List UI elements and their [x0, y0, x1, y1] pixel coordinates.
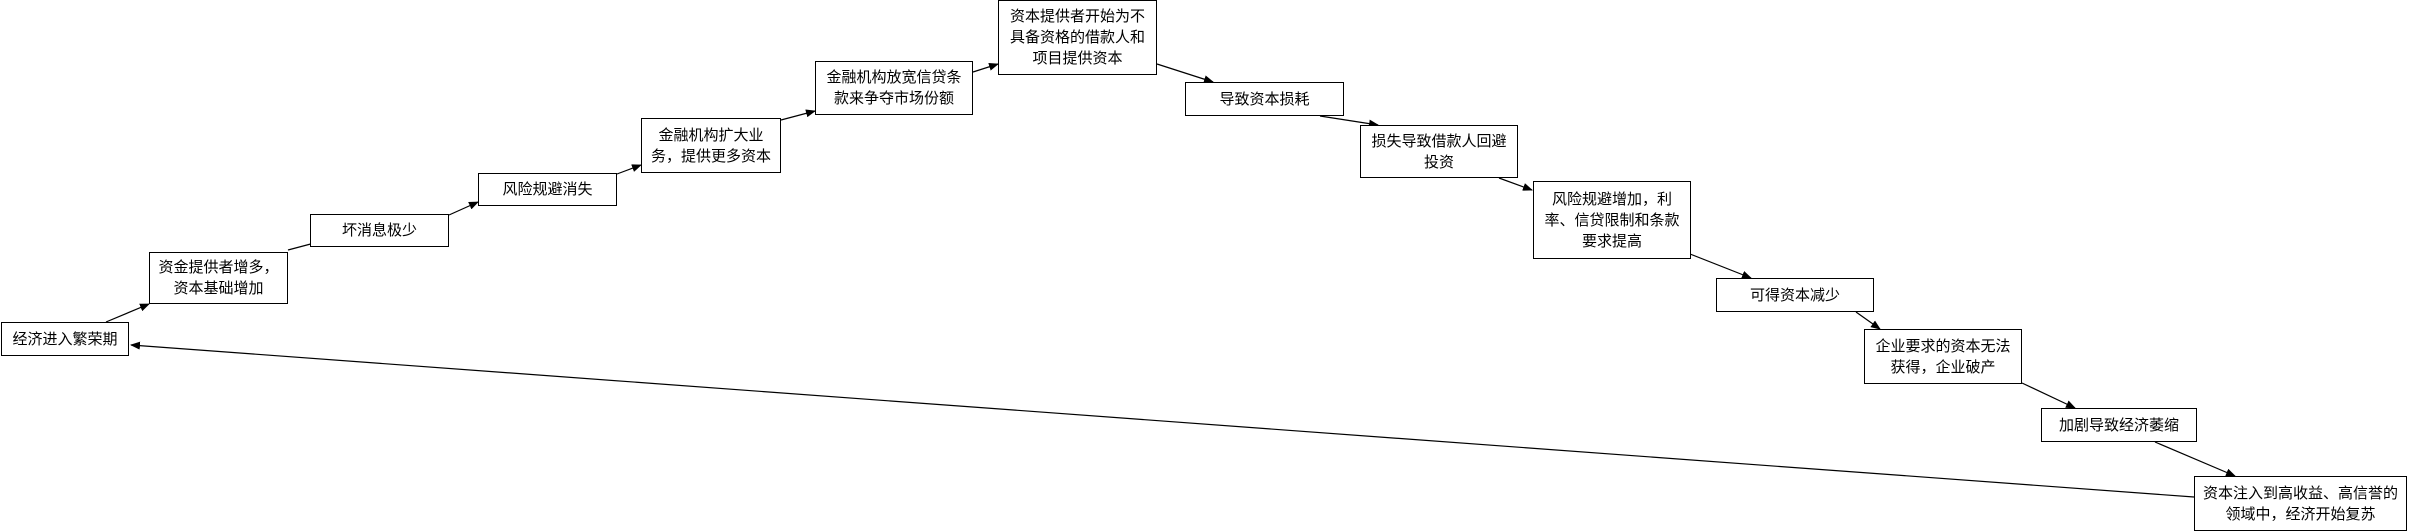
node-capital-losses: 导致资本损耗 [1185, 82, 1344, 116]
node-institutions-expand: 金融机构扩大业务，提供更多资本 [641, 118, 781, 173]
arrow-n3-to-n4 [448, 201, 479, 216]
arrow-n1-to-n2 [105, 303, 150, 323]
node-little-bad-news: 坏消息极少 [310, 214, 449, 247]
node-lenders-avoid-investing: 损失导致借款人回避投资 [1360, 125, 1518, 178]
arrow-n7-to-n8 [1156, 63, 1214, 84]
arrow-n11-to-n12 [1855, 311, 1881, 330]
arrow-n14-to-n1 [130, 341, 2195, 498]
node-risk-aversion-increases: 风险规避增加，利率、信贷限制和条款要求提高 [1533, 181, 1691, 259]
arrow-n5-to-n6 [780, 109, 816, 121]
arrow-n8-to-n9 [1319, 115, 1379, 128]
arrow-n13-to-n14 [2154, 441, 2236, 477]
arrow-n4-to-n5 [616, 164, 642, 175]
node-capital-to-unqualified-borrowers: 资本提供者开始为不具备资格的借款人和项目提供资本 [998, 0, 1157, 75]
node-credit-terms-loosened: 金融机构放宽信贷条款来争夺市场份额 [815, 61, 973, 115]
node-risk-aversion-disappears: 风险规避消失 [478, 173, 617, 206]
arrow-n9-to-n10 [1498, 177, 1533, 191]
arrow-n6-to-n7 [972, 62, 999, 73]
node-less-capital-available: 可得资本减少 [1716, 278, 1874, 312]
arrow-n12-to-n13 [2021, 382, 2076, 409]
node-economic-boom: 经济进入繁荣期 [1, 322, 129, 356]
node-more-capital-providers: 资金提供者增多，资本基础增加 [149, 252, 288, 304]
node-economic-contraction: 加剧导致经济萎缩 [2041, 408, 2197, 442]
node-economic-recovery: 资本注入到高收益、高信誉的领域中，经济开始复苏 [2194, 476, 2407, 531]
node-business-bankruptcy: 企业要求的资本无法获得，企业破产 [1864, 329, 2022, 384]
arrow-n10-to-n11 [1689, 253, 1752, 279]
